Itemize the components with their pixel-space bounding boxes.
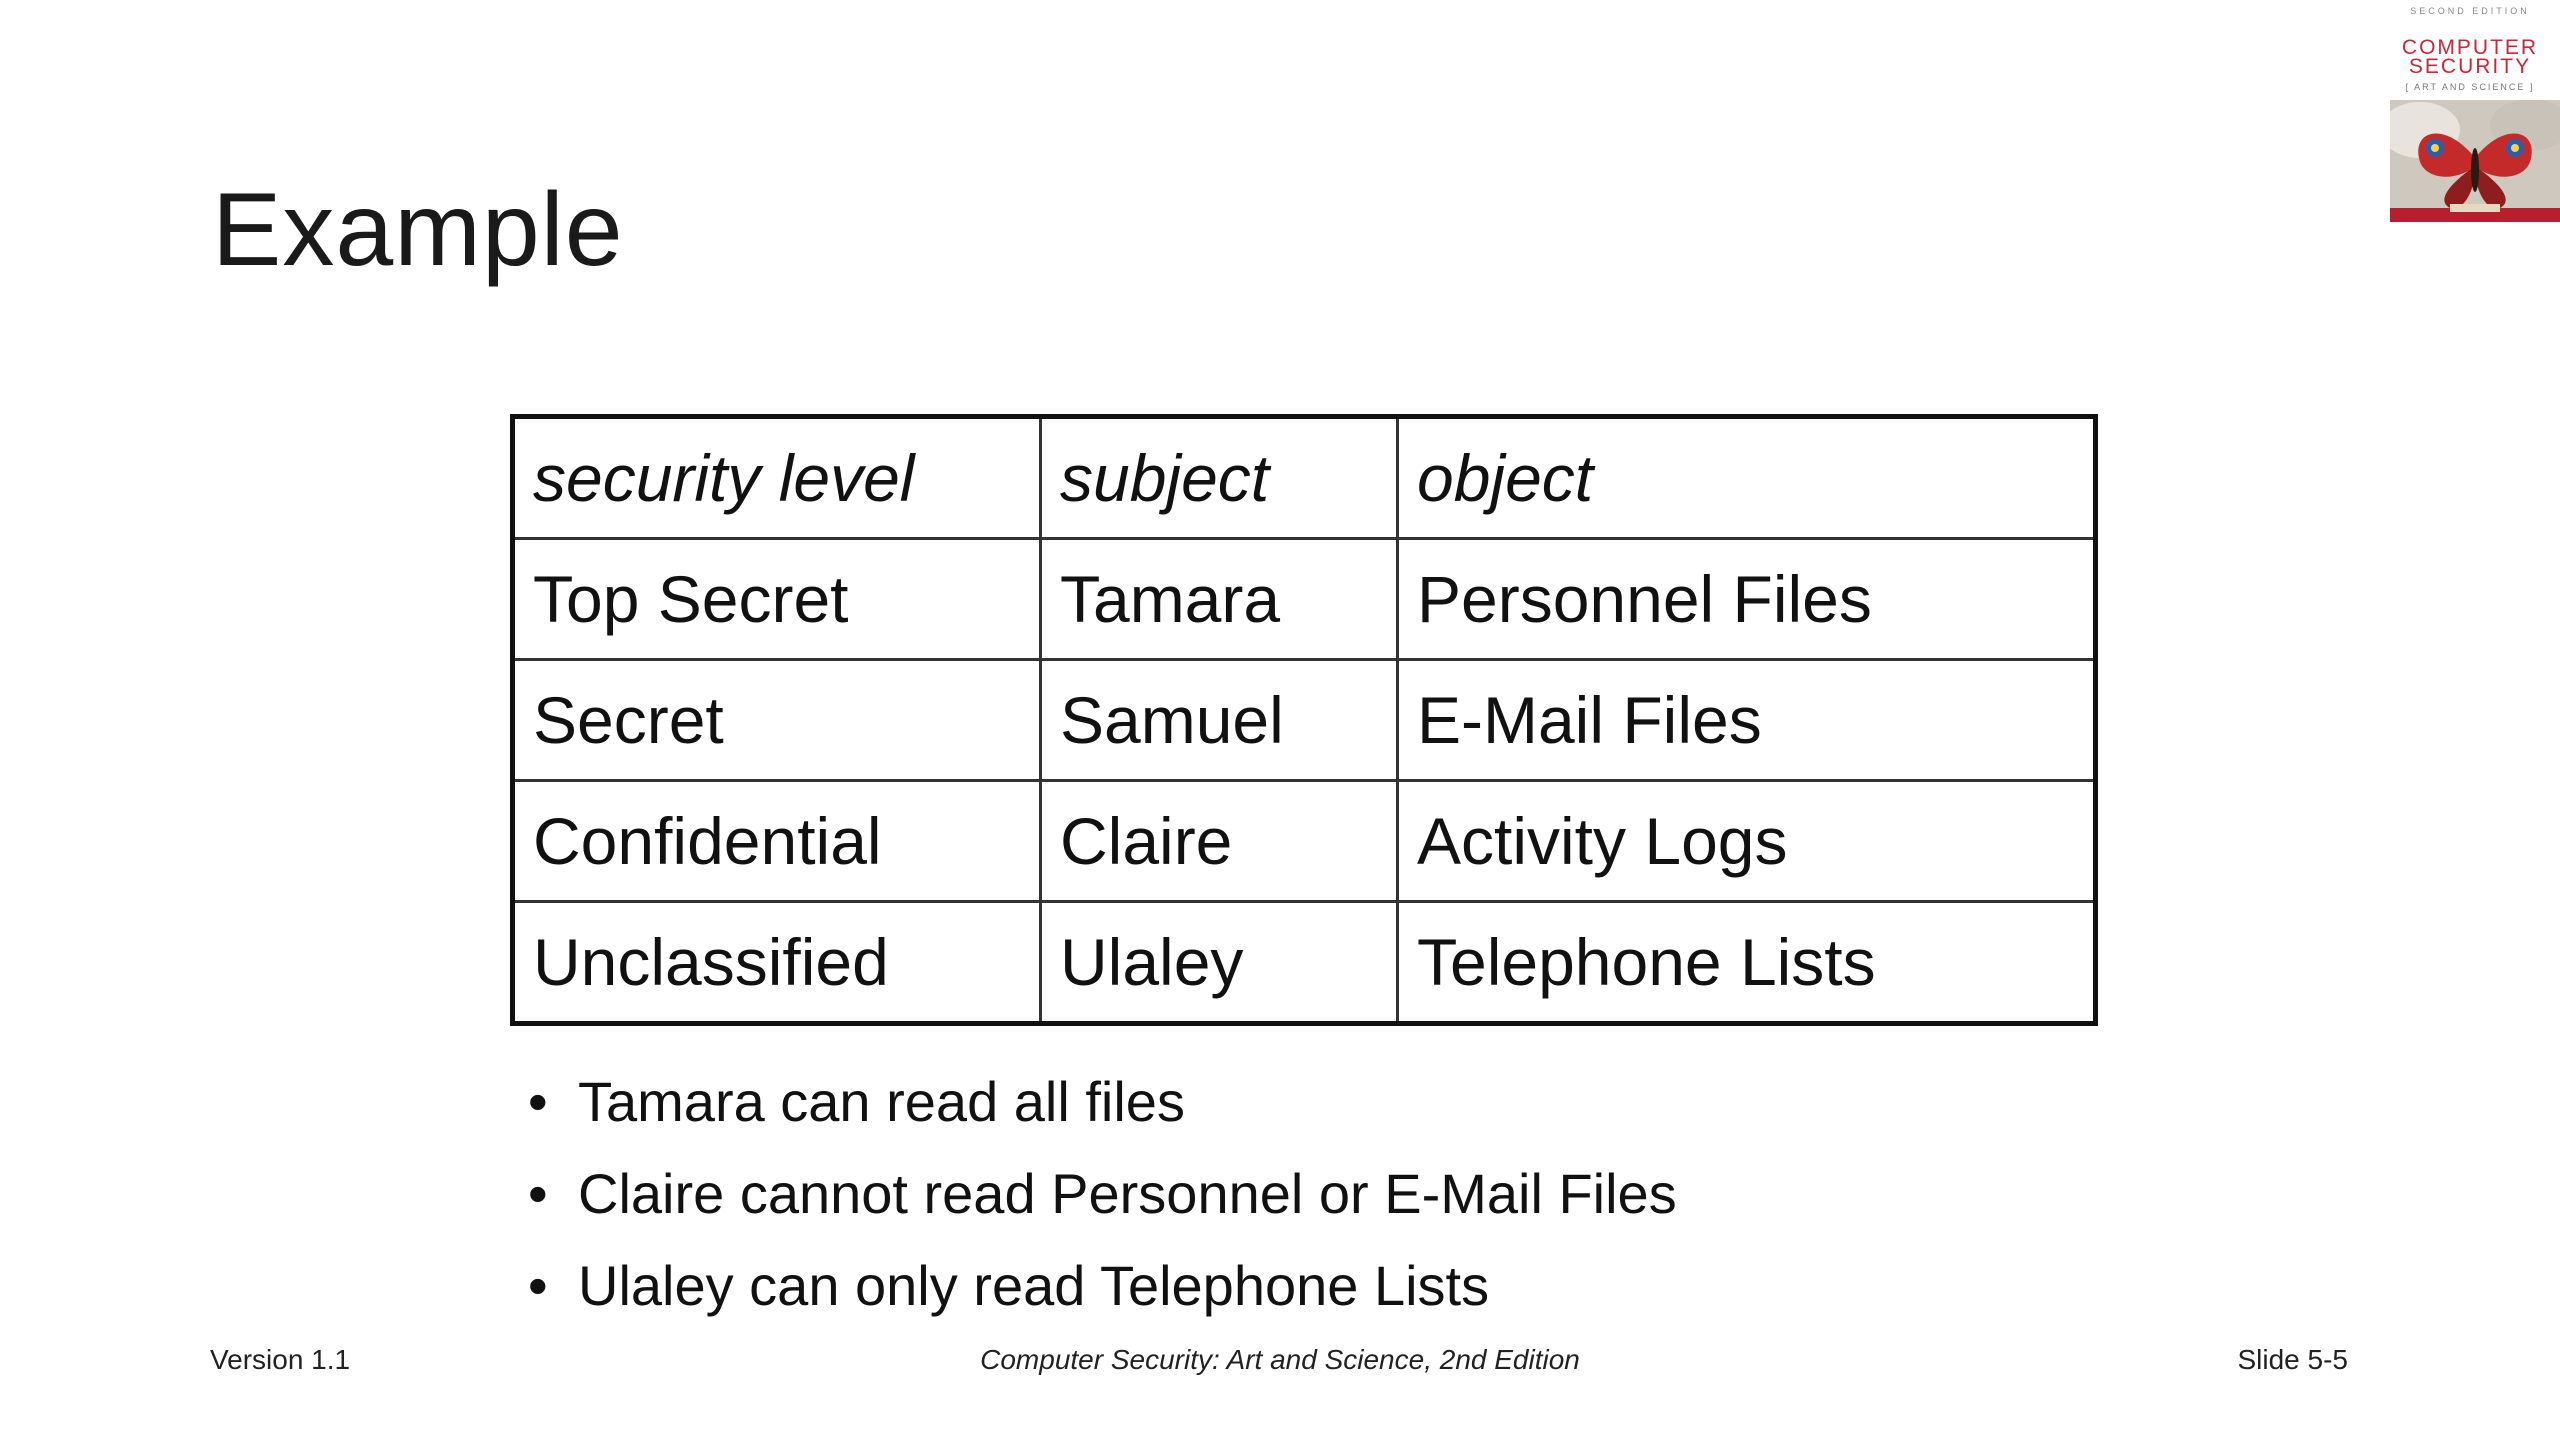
cell-object: Telephone Lists xyxy=(1396,900,2097,1025)
table-row: Secret Samuel E-Mail Files xyxy=(511,658,2097,782)
bullet-dot-icon: • xyxy=(528,1162,548,1225)
header-object: object xyxy=(1396,415,2097,540)
bullet-item: • Tamara can read all files xyxy=(528,1056,1677,1148)
bullet-item: • Ulaley can only read Telephone Lists xyxy=(528,1240,1677,1332)
cover-subtitle: [ ART AND SCIENCE ] xyxy=(2405,82,2535,92)
header-security-level: security level xyxy=(511,415,1042,540)
bullet-dot-icon: • xyxy=(528,1254,548,1317)
cover-title: COMPUTER SECURITY xyxy=(2380,36,2560,78)
cell-security-level: Unclassified xyxy=(511,900,1042,1025)
cell-object: Personnel Files xyxy=(1396,537,2097,661)
cell-security-level: Secret xyxy=(511,658,1042,782)
footer-slide-number: Slide 5-5 xyxy=(2237,1344,2348,1375)
butterfly-cover-image xyxy=(2390,100,2560,222)
bullet-text: Tamara can read all files xyxy=(578,1070,1185,1133)
table-row: Top Secret Tamara Personnel Files xyxy=(511,537,2097,661)
table-header-row: security level subject object xyxy=(511,415,2097,540)
cell-object: E-Mail Files xyxy=(1396,658,2097,782)
cover-title-line1: COMPUTER xyxy=(2401,36,2539,59)
footer-book-title: Computer Security: Art and Science, 2nd … xyxy=(980,1344,1580,1375)
cover-title-line2: SECURITY xyxy=(2408,55,2532,78)
table-row: Confidential Claire Activity Logs xyxy=(511,779,2097,903)
cell-object: Activity Logs xyxy=(1396,779,2097,903)
cell-subject: Claire xyxy=(1039,779,1399,903)
header-subject: subject xyxy=(1039,415,1399,540)
bullet-list: • Tamara can read all files • Claire canno… xyxy=(528,1056,1677,1332)
cell-subject: Tamara xyxy=(1039,537,1399,661)
slide-title: Example xyxy=(212,172,624,288)
footer-version: Version 1.1 xyxy=(210,1344,351,1375)
security-levels-table: security level subject object Top Secret… xyxy=(510,414,2098,1026)
bullet-text: Claire cannot read Personnel or E-Mail F… xyxy=(578,1162,1677,1225)
bullet-item: • Claire cannot read Personnel or E-Mail … xyxy=(528,1148,1677,1240)
bullet-text: Ulaley can only read Telephone Lists xyxy=(578,1254,1490,1317)
cell-subject: Ulaley xyxy=(1039,900,1399,1025)
cell-security-level: Top Secret xyxy=(511,537,1042,661)
cover-edition-text: SECOND EDITION xyxy=(2410,6,2530,16)
bullet-dot-icon: • xyxy=(528,1070,548,1133)
book-cover-thumbnail: SECOND EDITION COMPUTER SECURITY [ ART A… xyxy=(2380,0,2560,222)
table-row: Unclassified Ulaley Telephone Lists xyxy=(511,900,2097,1025)
cell-subject: Samuel xyxy=(1039,658,1399,782)
cell-security-level: Confidential xyxy=(511,779,1042,903)
